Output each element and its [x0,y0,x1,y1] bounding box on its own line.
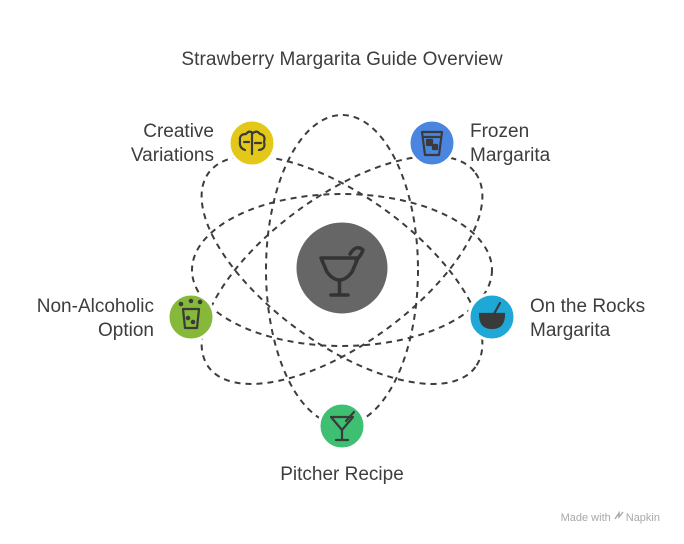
center-hub [293,219,391,317]
node-creative-variations [227,118,277,168]
label-non-alcoholic: Non-Alcoholic Option [37,295,154,343]
label-line: Variations [130,145,214,166]
label-on-the-rocks: On the Rocks Margarita [530,295,645,343]
label-line: On the Rocks [530,296,646,317]
fizzy-drink-icon [178,298,203,330]
label-creative-variations: Creative Variations [131,120,214,168]
label-line: Frozen [470,121,530,142]
label-frozen-margarita: Frozen Margarita [470,120,550,168]
brain-icon [238,130,266,156]
watermark-prefix: Made with [560,512,611,524]
label-pitcher-recipe: Pitcher Recipe [242,463,442,487]
orbit-ellipse-diag-a [200,155,484,385]
label-line: Pitcher Recipe [280,464,404,485]
orbit-ellipse-diag-b [200,155,484,385]
napkin-logo-icon [614,510,624,524]
label-line: Margarita [470,145,551,166]
watermark[interactable]: Made with Napkin [560,510,660,524]
label-line: Creative [143,121,214,142]
node-non-alcoholic [166,292,216,342]
node-on-the-rocks [467,292,517,342]
label-line: Option [98,320,154,341]
margarita-glass-icon [319,246,365,297]
label-line: Non-Alcoholic [36,296,154,317]
cocktail-icon [329,410,356,442]
watermark-brand: Napkin [625,512,660,524]
orbit-ellipse-horizontal [191,193,493,347]
page-title: Strawberry Margarita Guide Overview [181,49,503,70]
label-line: Margarita [530,320,611,341]
node-frozen-margarita [407,118,457,168]
ice-glass-icon [420,130,444,157]
node-pitcher-recipe [317,401,367,451]
orbit-rings [191,114,493,426]
coconut-drink-icon [478,301,506,330]
orbit-ellipse-vertical [265,114,419,426]
